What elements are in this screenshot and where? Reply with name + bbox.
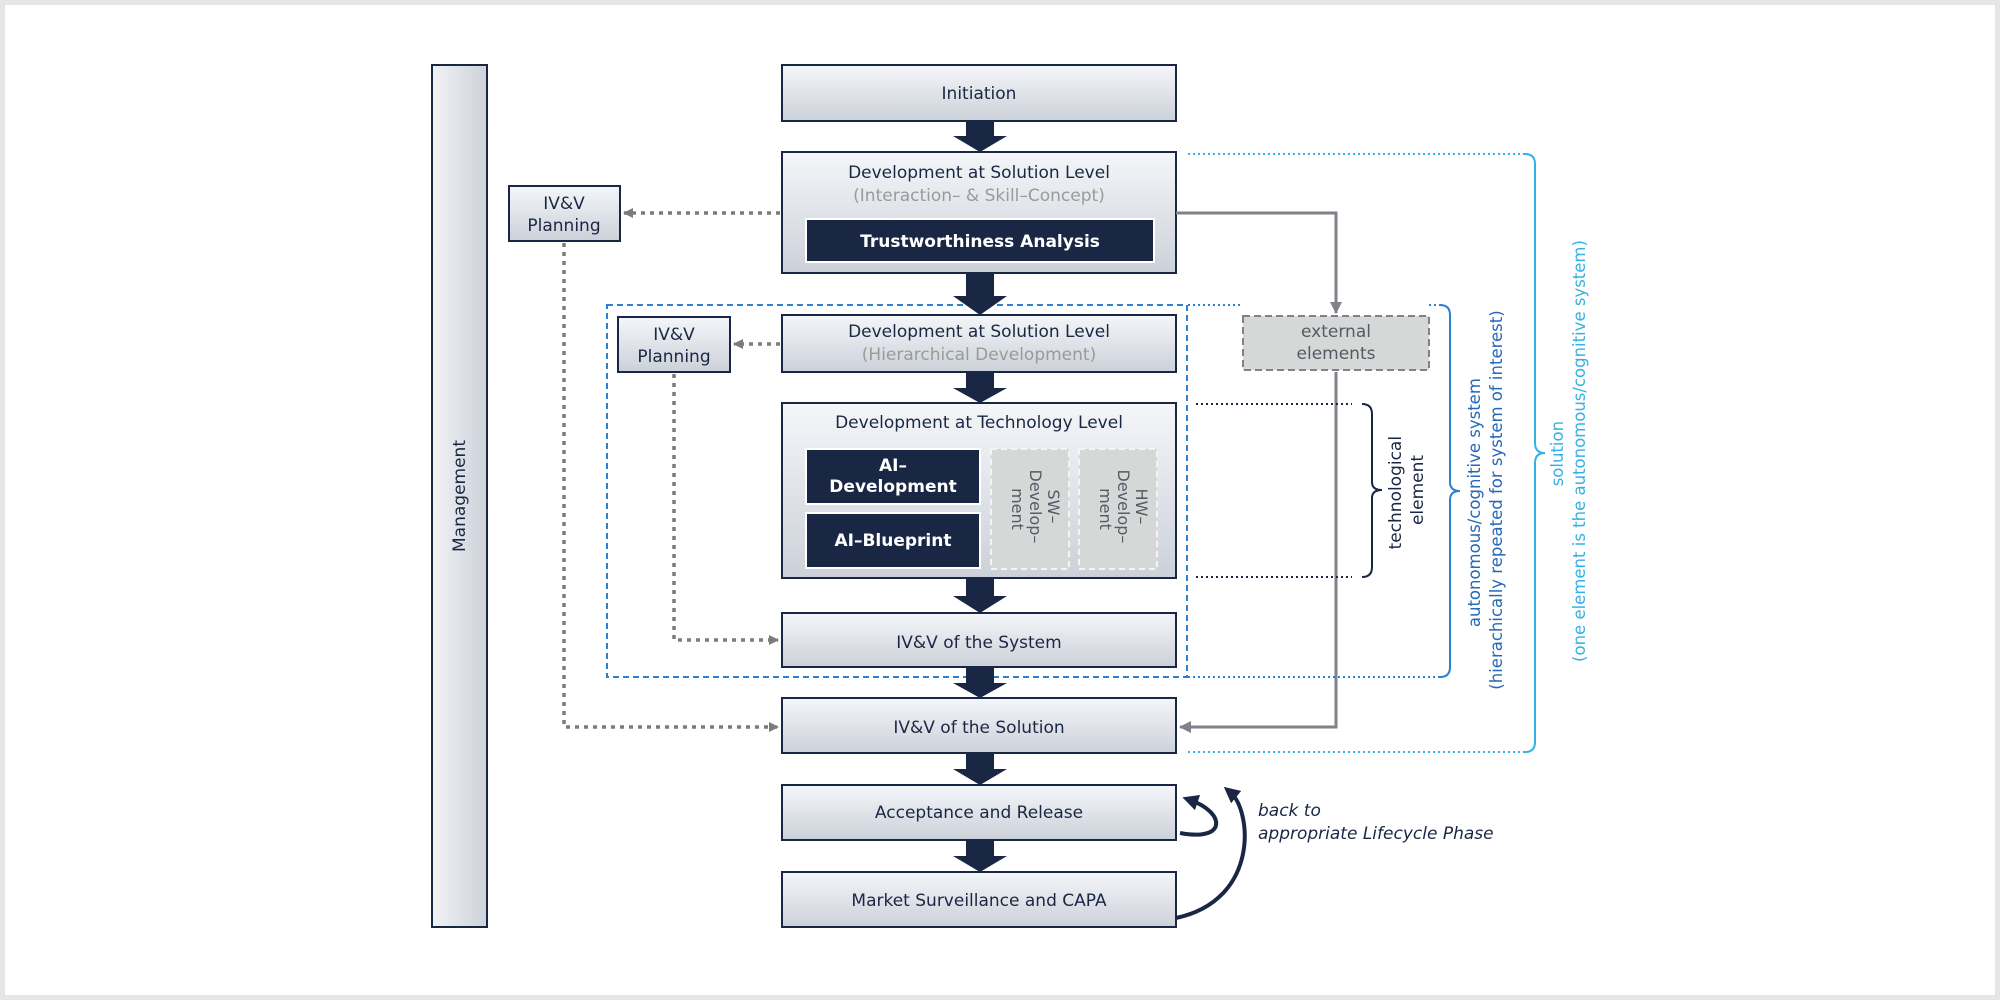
inner-planning-line-2: Planning <box>637 347 710 367</box>
technological-brace <box>1361 403 1383 578</box>
boundary-lines <box>1188 153 1525 753</box>
feedback-arrow <box>1175 786 1247 920</box>
external-to-ivv-solution <box>1179 372 1338 733</box>
outer-planning-to-solution <box>562 243 779 732</box>
external-connectors <box>1176 211 1342 733</box>
hw-line-1: HW– <box>1132 489 1151 525</box>
external-line-1: external <box>1301 322 1371 342</box>
inner-ivv-planning-box: IV&V Planning <box>617 316 731 373</box>
management-bar: Management <box>431 64 488 928</box>
flow-arrow <box>953 373 1007 403</box>
ai-development-label-2: Development <box>829 477 956 497</box>
ai-development-label-1: AI– <box>879 456 907 476</box>
solution-line-2: (one element is the autonomous/cognitive… <box>1570 240 1589 662</box>
hw-line-2: Develop– <box>1114 470 1133 544</box>
hierarchical-dev-subtitle: (Hierarchical Development) <box>862 345 1096 365</box>
acceptance-box: Acceptance and Release <box>781 784 1177 841</box>
market-label: Market Surveillance and CAPA <box>851 891 1107 911</box>
back-to-line-1: back to <box>1258 801 1321 821</box>
ai-blueprint-label: AI–Blueprint <box>834 531 951 551</box>
solution-dev-box: Development at Solution Level (Interacti… <box>781 151 1177 274</box>
technology-dev-title: Development at Technology Level <box>835 413 1123 433</box>
solution-line-1: solution <box>1548 421 1567 486</box>
ivv-system-label: IV&V of the System <box>896 633 1061 653</box>
solution-dev-title: Development at Solution Level <box>848 163 1110 183</box>
technological-line-1: technological <box>1386 436 1406 550</box>
flow-arrow <box>953 579 1007 613</box>
trustworthiness-box <box>805 218 1155 263</box>
flow-arrows <box>953 121 1007 872</box>
external-elements-box: external elements <box>1242 315 1430 371</box>
sw-line-3: ment <box>1008 488 1027 530</box>
solution-to-external <box>1176 211 1342 314</box>
technology-dev-box: Development at Technology Level AI– Deve… <box>781 402 1177 579</box>
ivv-system-box: IV&V of the System <box>781 612 1177 668</box>
flow-arrow <box>953 668 1007 698</box>
ai-development-box <box>805 448 981 505</box>
solution-dev-subtitle: (Interaction– & Skill–Concept) <box>853 186 1105 206</box>
acceptance-label: Acceptance and Release <box>875 803 1083 823</box>
sw-development-box <box>990 448 1070 570</box>
flow-arrow <box>953 274 1007 315</box>
inner-planning-line-1: IV&V <box>653 325 695 345</box>
initiation-label: Initiation <box>942 84 1017 104</box>
management-label: Management <box>450 440 470 552</box>
feedback-arrow-return <box>1179 795 1219 837</box>
outer-planning-line-2: Planning <box>527 216 600 236</box>
hw-line-3: ment <box>1096 488 1115 530</box>
hierarchical-dev-title: Development at Solution Level <box>848 322 1110 342</box>
outer-planning-line-1: IV&V <box>543 194 585 214</box>
planning-connectors <box>562 208 780 732</box>
autonomous-line-2: (hierachically repeated for system of in… <box>1487 310 1506 689</box>
sw-development-label: SW– Develop– ment <box>1008 470 1063 549</box>
solution-label: solution (one element is the autonomous/… <box>1548 240 1589 662</box>
ivv-solution-box: IV&V of the Solution <box>781 697 1177 754</box>
external-line-2: elements <box>1297 344 1376 364</box>
technological-label: technological element <box>1386 431 1428 550</box>
technological-line-2: element <box>1408 455 1428 525</box>
hierarchical-dev-box: Development at Solution Level (Hierarchi… <box>781 314 1177 373</box>
system-boundary <box>606 304 1188 678</box>
inner-planning-to-system <box>672 374 779 645</box>
trustworthiness-label: Trustworthiness Analysis <box>860 232 1100 252</box>
sw-line-2: Develop– <box>1026 470 1045 544</box>
ai-blueprint-box <box>805 512 981 569</box>
flow-arrow <box>953 754 1007 785</box>
hw-development-box <box>1078 448 1158 570</box>
flow-arrow <box>953 841 1007 872</box>
outer-ivv-planning-box: IV&V Planning <box>508 185 621 242</box>
back-to-line-2: appropriate Lifecycle Phase <box>1258 824 1494 844</box>
autonomous-label: autonomous/cognitive system (hierachical… <box>1465 310 1506 689</box>
autonomous-line-1: autonomous/cognitive system <box>1465 378 1484 627</box>
sw-line-1: SW– <box>1044 489 1063 523</box>
initiation-box: Initiation <box>781 64 1177 122</box>
solution-brace <box>1524 153 1546 753</box>
hw-development-label: HW– Develop– ment <box>1096 470 1151 549</box>
autonomous-brace <box>1439 304 1461 678</box>
ivv-solution-label: IV&V of the Solution <box>893 718 1064 738</box>
market-box: Market Surveillance and CAPA <box>781 871 1177 928</box>
flow-arrow <box>953 121 1007 152</box>
